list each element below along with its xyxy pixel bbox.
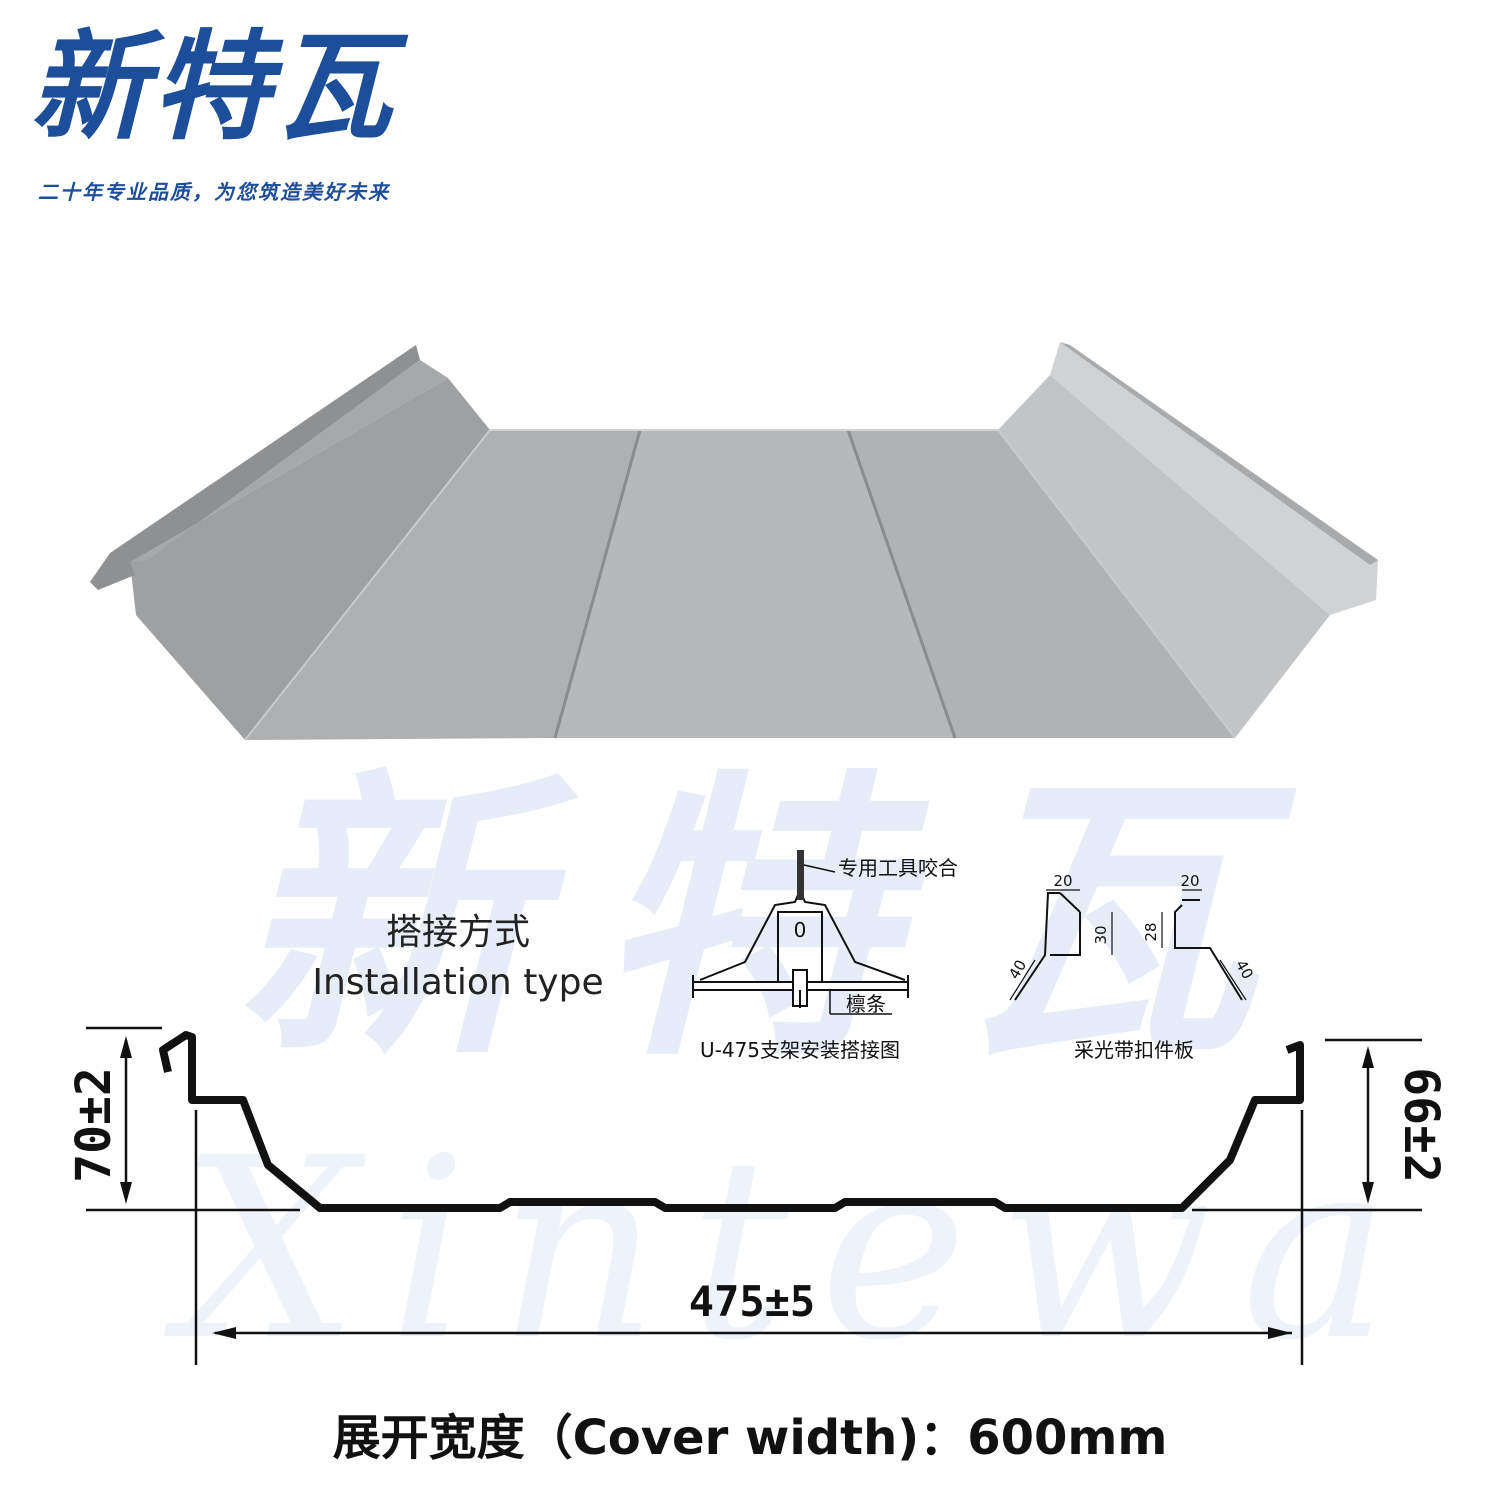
skylight-detail bbox=[1009, 889, 1247, 1001]
brand-slogan: 二十年专业品质，为您筑造美好未来 bbox=[38, 180, 390, 204]
watermark-chinese: 新特瓦 bbox=[235, 743, 1315, 1096]
skylight-dim-top-left: 20 bbox=[1053, 872, 1072, 890]
profile-section bbox=[86, 1026, 1422, 1365]
panel-right-flange bbox=[1050, 342, 1378, 615]
panel-pan-center bbox=[555, 430, 955, 738]
bracket-caption: U-475支架安装搭接图 bbox=[700, 1038, 900, 1062]
panel-pan-right bbox=[848, 430, 1235, 738]
skylight-dim-slope-left: 40 bbox=[1005, 957, 1030, 983]
skylight-dim-top-right: 20 bbox=[1180, 872, 1199, 890]
svg-text:0: 0 bbox=[794, 918, 807, 942]
installation-title-cn: 搭接方式 bbox=[385, 912, 530, 953]
brand-logo: 新特瓦 bbox=[30, 17, 397, 156]
panel-slope-left bbox=[245, 430, 640, 740]
panel-left-flange bbox=[90, 345, 420, 590]
purlin-label: 檩条 bbox=[846, 992, 886, 1016]
right-height-label: 66±2 bbox=[1393, 1067, 1449, 1183]
panel-left-face bbox=[130, 378, 490, 740]
installation-title: 搭接方式 Installation type bbox=[288, 908, 628, 1008]
panel-right-face bbox=[998, 375, 1330, 738]
skylight-caption: 采光带扣件板 bbox=[1074, 1038, 1194, 1062]
cover-width-text: 展开宽度（Cover width)：600mm bbox=[332, 1410, 1168, 1466]
bracket-detail: 0 bbox=[692, 850, 909, 1015]
left-height-label: 70±2 bbox=[66, 1067, 122, 1183]
installation-title-en: Installation type bbox=[312, 962, 604, 1003]
tool-label: 专用工具咬合 bbox=[838, 856, 958, 880]
skylight-dim-height-left: 30 bbox=[1092, 925, 1110, 944]
skylight-dim-slope-right: 40 bbox=[1232, 957, 1257, 983]
width-label: 475±5 bbox=[689, 1277, 815, 1326]
skylight-dim-height-right: 28 bbox=[1142, 922, 1160, 941]
roof-panel-image bbox=[90, 342, 1378, 741]
